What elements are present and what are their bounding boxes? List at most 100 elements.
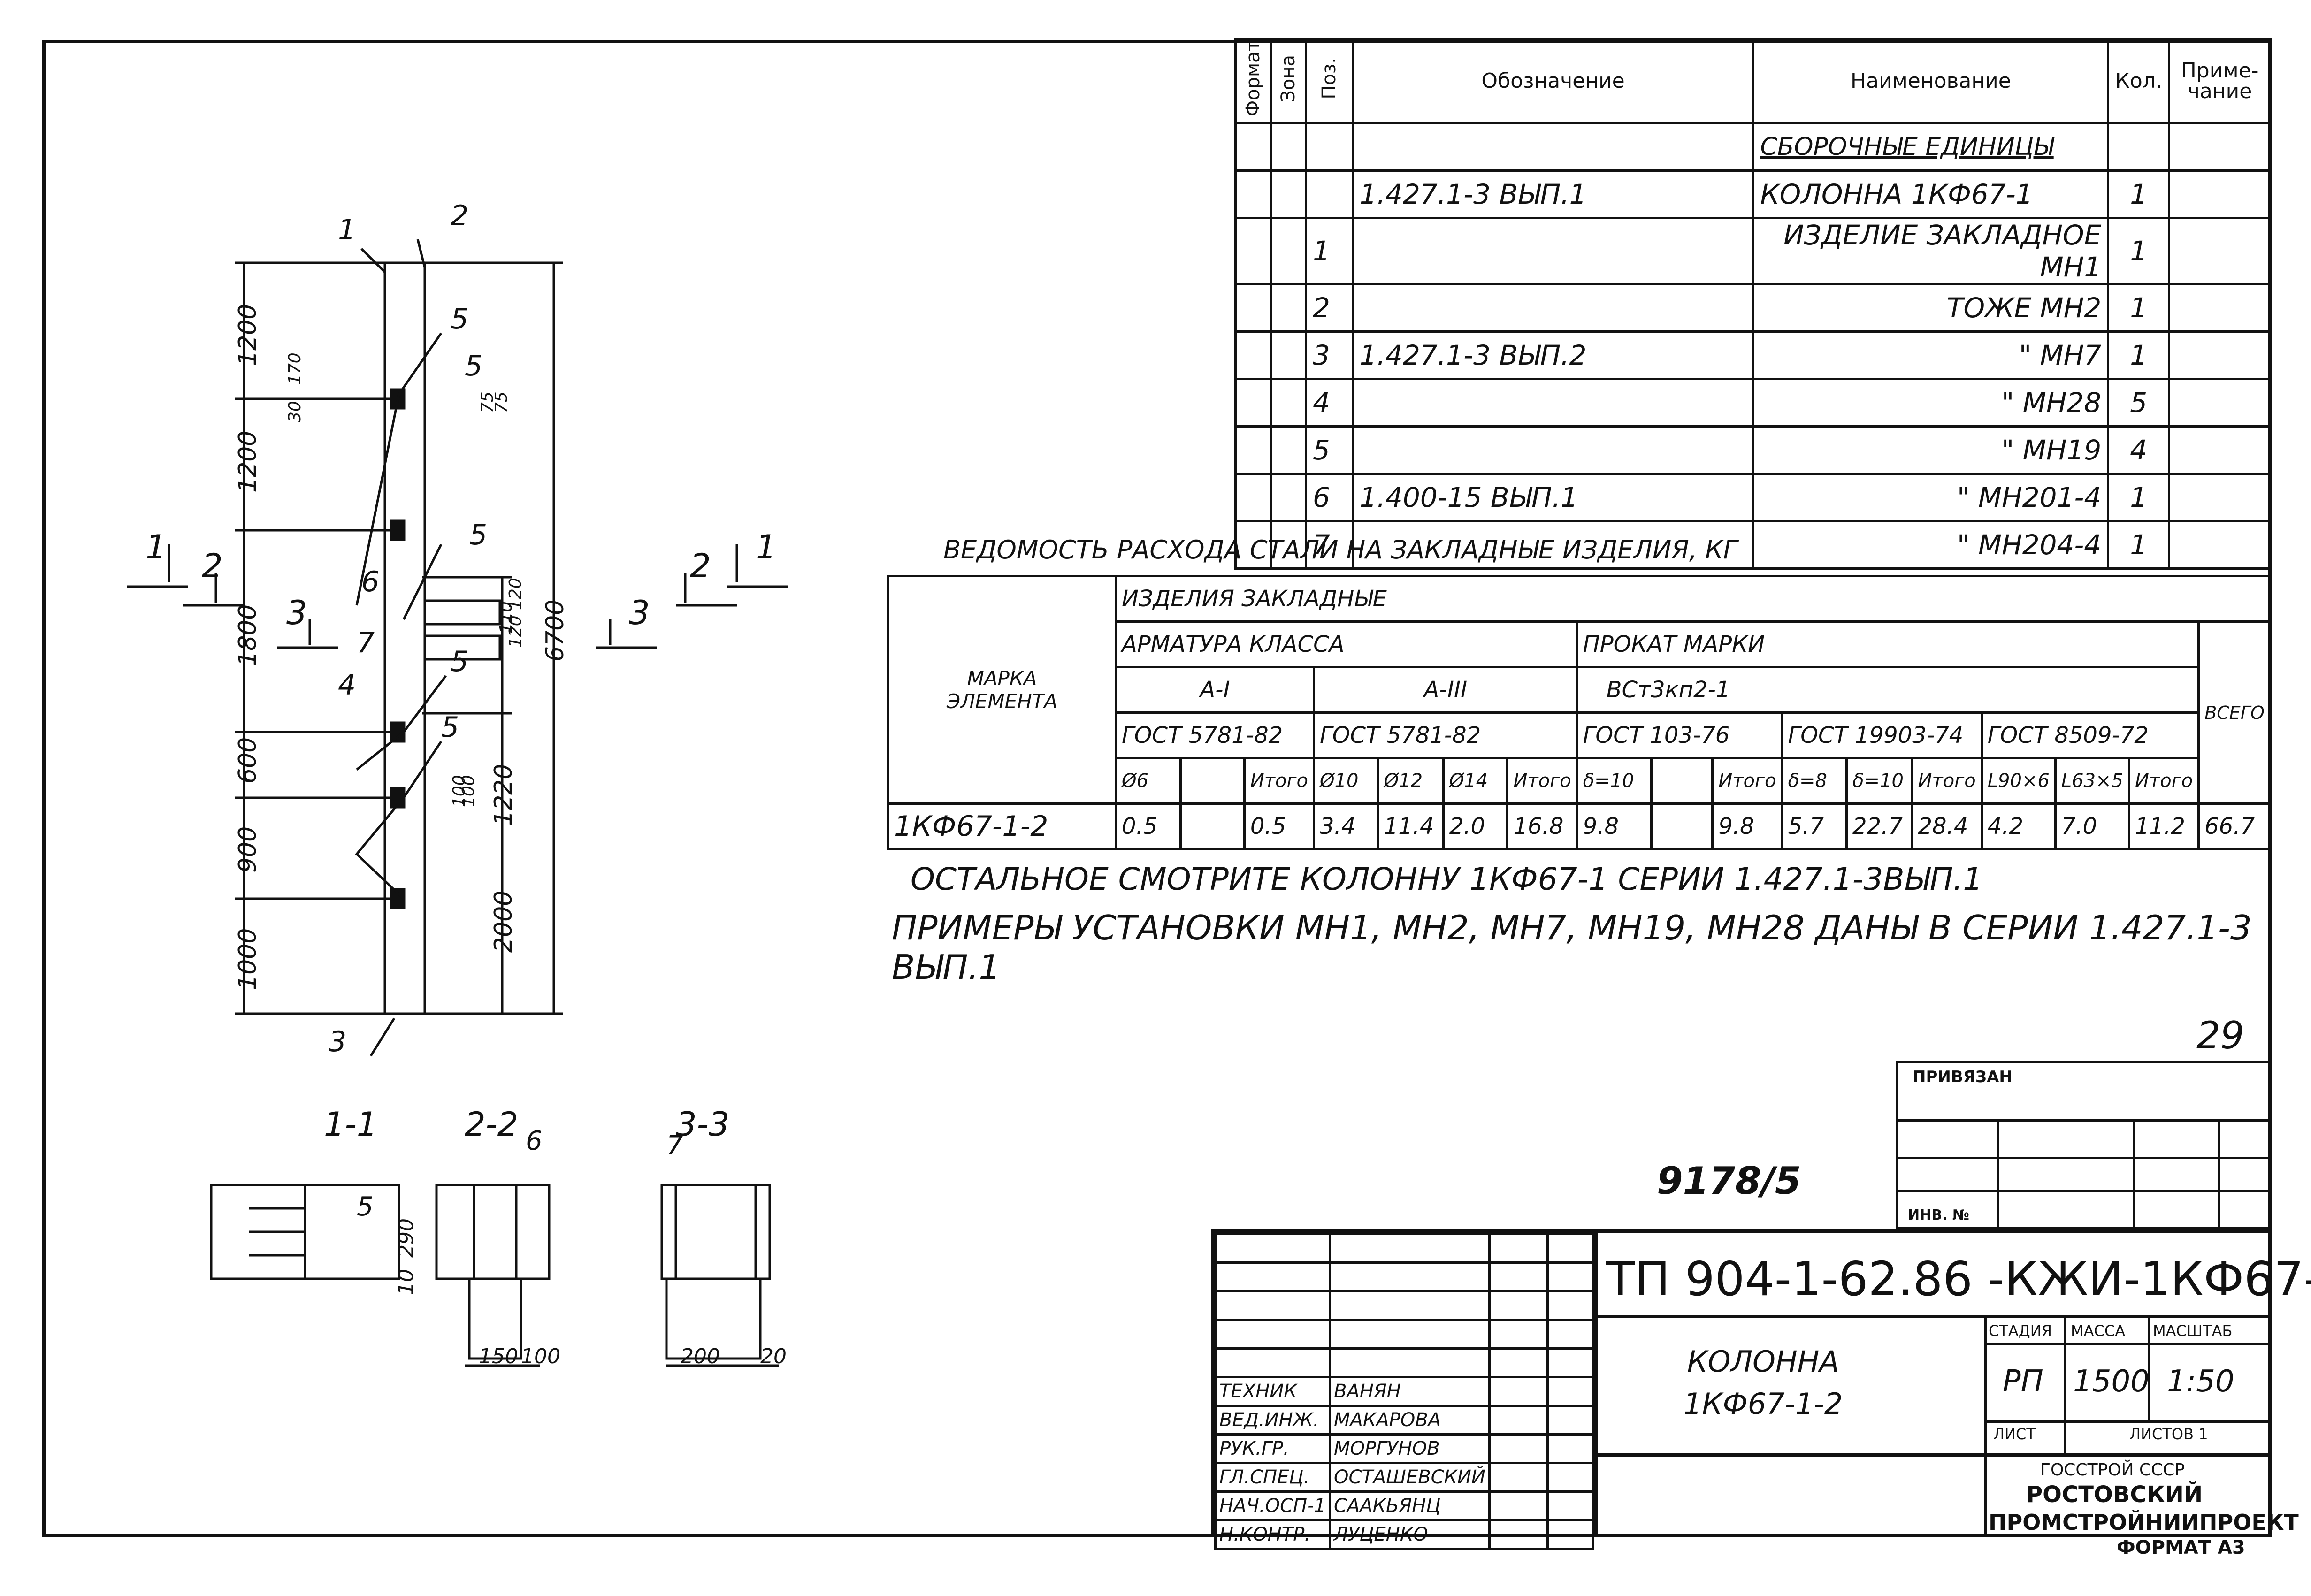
section-mark: 1 (145, 528, 167, 566)
dim-left: 900 (234, 826, 262, 873)
callout: 5 (465, 350, 482, 382)
section-title: 3-3 (676, 1105, 729, 1144)
mark-header: МАРКА ЭЛЕМЕНТА (887, 575, 1117, 805)
section-callout: 5 (357, 1191, 374, 1222)
spec-designation (1351, 378, 1755, 428)
steel-col-header: L63×5 (2054, 757, 2131, 805)
spec-pos: 2 (1305, 283, 1354, 333)
steel-col-header: Итого (1243, 757, 1316, 805)
spec-qty: 5 (2107, 378, 2171, 428)
section-2-2 (435, 1184, 551, 1280)
spec-name: ТОЖЕ МН2 (1752, 283, 2110, 333)
dim-small: 100 (450, 775, 469, 807)
callout: 3 (329, 1025, 346, 1058)
dim-left: 1800 (234, 604, 262, 666)
spec-qty: 1 (2107, 283, 2171, 333)
steel-value: 28.4 (1911, 802, 1983, 850)
dim-right: 6700 (541, 600, 569, 662)
section-title: СБОРОЧНЫЕ ЕДИНИЦЫ (1752, 122, 2110, 172)
drawing-name: КОЛОННА 1КФ67-1-2 (1684, 1344, 1843, 1421)
col-note: Приме- чание (2168, 38, 2272, 124)
steel-value: 5.7 (1781, 802, 1848, 850)
spec-designation (1351, 520, 1755, 570)
steel-col-header: Ø10 (1313, 757, 1379, 805)
section-mark: 1 (756, 528, 777, 566)
spec-name: " МН204-4 (1752, 520, 2110, 570)
section-title: 2-2 (465, 1105, 518, 1144)
person-name: МОРГУНОВ (1328, 1433, 1491, 1464)
role: НАЧ.ОСП-1 (1214, 1490, 1331, 1521)
spec-designation: 1.427.1-3 ВЫП.2 (1351, 330, 1755, 380)
section-title: 1-1 (324, 1105, 377, 1144)
steel-value: 2.0 (1442, 802, 1509, 850)
spec-designation: 1.400-15 ВЫП.1 (1351, 473, 1755, 522)
dim-left: 1000 (234, 928, 262, 990)
steel-grade: ВСт3кп2-1 (1576, 666, 2200, 714)
section-mark: 2 (690, 547, 711, 585)
col-zone: Зона (1270, 38, 1307, 124)
section-dim: 150 (479, 1344, 518, 1368)
scale-label: МАСШТАБ (2153, 1322, 2233, 1340)
col-format: Формат (1234, 38, 1272, 124)
steel-value: 0.5 (1114, 802, 1182, 850)
steel-mark: 1КФ67-1-2 (887, 802, 1117, 850)
person-name: ЛУЦЕНКО (1328, 1519, 1491, 1550)
steel-col-header (1179, 757, 1246, 805)
steel-value: 22.7 (1845, 802, 1913, 850)
section-mark: 3 (286, 594, 307, 632)
spec-name: " МН201-4 (1752, 473, 2110, 522)
gost-2: ГОСТ 103-76 (1576, 711, 1783, 759)
steel-value: 11.4 (1377, 802, 1445, 850)
spec-designation (1351, 425, 1755, 475)
spec-pos: 6 (1305, 473, 1354, 522)
dim-small: 75 (478, 391, 497, 413)
spec-qty: 1 (2107, 169, 2171, 219)
col-pos: Поз. (1305, 38, 1354, 124)
class-a3: А-III (1313, 666, 1578, 714)
steel-col-header: Ø14 (1442, 757, 1509, 805)
mass-value: 1500 (2073, 1364, 2150, 1399)
spec-pos: 4 (1305, 378, 1354, 428)
steel-col-header: δ=8 (1781, 757, 1848, 805)
dim-small: 100 (459, 775, 478, 807)
org-3: ПРОМСТРОЙНИИПРОЕКТ (1989, 1510, 2299, 1535)
section-dim: 200 (681, 1344, 720, 1368)
gost-1: ГОСТ 5781-82 (1313, 711, 1578, 759)
callout: 5 (451, 303, 468, 336)
spec-name: " МН19 (1752, 425, 2110, 475)
gost-4: ГОСТ 8509-72 (1980, 711, 2200, 759)
dim-small: 170 (285, 352, 305, 385)
scale-value: 1:50 (2167, 1364, 2234, 1399)
dim-right: 1220 (490, 764, 518, 826)
class-a1: А-I (1114, 666, 1316, 714)
group-header: ИЗДЕЛИЯ ЗАКЛАДНЫЕ (1114, 575, 2272, 623)
steel-col-header: L90×6 (1980, 757, 2057, 805)
dim-left: 600 (234, 737, 262, 784)
steel-col-header: Итого (1506, 757, 1578, 805)
note-2: ПРИМЕРЫ УСТАНОВКИ МН1, МН2, МН7, МН19, М… (892, 908, 2252, 987)
person-name: ОСТАШЕВСКИЙ (1328, 1462, 1491, 1493)
role: ВЕД.ИНЖ. (1214, 1405, 1331, 1436)
sheet-number: 29 (2196, 1014, 2244, 1057)
steel-col-header: δ=10 (1576, 757, 1653, 805)
section-dim: 20 (760, 1344, 787, 1368)
spec-name: ИЗДЕЛИЕ ЗАКЛАДНОЕ МН1 (1752, 217, 2110, 285)
spec-pos: 3 (1305, 330, 1354, 380)
steel-value: 7.0 (2054, 802, 2131, 850)
callout: 5 (469, 519, 487, 551)
steel-col-header: Ø6 (1114, 757, 1182, 805)
steel-col-header: Итого (2128, 757, 2200, 805)
spec-name: " МН28 (1752, 378, 2110, 428)
steel-value: 9.8 (1576, 802, 1653, 850)
steel-col-header: Ø12 (1377, 757, 1445, 805)
steel-value: 11.2 (2128, 802, 2200, 850)
dim-small: 75 (492, 391, 511, 413)
steel-value (1650, 802, 1714, 850)
stage-label: СТАДИЯ (1989, 1322, 2052, 1340)
prokat-header: ПРОКАТ МАРКИ (1576, 620, 2200, 668)
steel-value (1179, 802, 1246, 850)
